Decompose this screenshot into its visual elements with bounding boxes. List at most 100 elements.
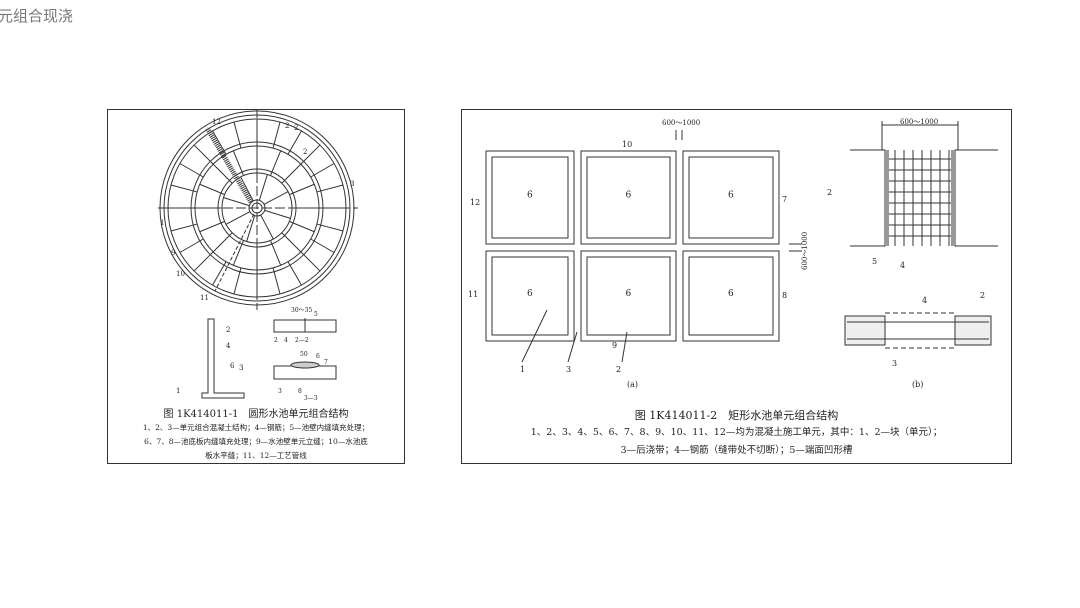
radial-joint	[272, 267, 281, 295]
callout-n9: 9	[171, 249, 175, 257]
radial-joint	[269, 240, 282, 266]
radial-joint	[264, 209, 291, 219]
callout-6: 6	[230, 362, 235, 370]
concrete-unit-inner	[491, 156, 569, 239]
radial-joint	[300, 144, 321, 165]
radial-joint	[193, 144, 214, 165]
unit-label-6: 6	[527, 191, 533, 201]
radial-joint	[212, 232, 233, 253]
radial-joint	[272, 121, 281, 149]
callout-8: 8	[298, 388, 302, 395]
callout-n3: 3	[350, 180, 354, 188]
radial-joint	[212, 130, 227, 155]
radial-joint	[246, 215, 256, 242]
callout-5: 5	[314, 311, 318, 318]
callout-n10: 10	[622, 140, 632, 149]
callout-3: 3	[278, 388, 282, 395]
figure2-legend: 1、2、3、4、5、6、7、8、9、10、11、12—均为混凝土施工单元，其中：…	[462, 424, 1011, 460]
concrete-unit	[485, 250, 575, 342]
callout-n1: 1	[160, 219, 164, 227]
pipe-line	[204, 126, 254, 204]
callout-n11: 11	[200, 294, 209, 302]
legend-line: 1、2、3—单元组合混凝土结构；4—钢筋；5—池壁内缝填充处理；	[142, 423, 370, 432]
figure-circular-tank: 122223191011124631—130～355242—25067383—3…	[107, 109, 405, 464]
legend-line: 1、2、3、4、5、6、7、8、9、10、11、12—均为混凝土施工单元，其中：…	[530, 427, 943, 438]
callout-4: 4	[284, 337, 288, 344]
leader	[621, 331, 628, 363]
callout-n3: 3	[566, 365, 571, 374]
radial-joint	[316, 184, 344, 193]
figure2-caption: 图 1K414011-2 矩形水池单元组合结构	[634, 409, 839, 422]
figure1-legend: 1、2、3—单元组合混凝土结构；4—钢筋；5—池壁内缝填充处理； 6、7、8—池…	[108, 421, 404, 463]
unit-label-6: 6	[728, 191, 734, 201]
dim-b: 600～1000	[900, 118, 938, 126]
callout-2: 2	[226, 326, 230, 334]
unit-label-6: 6	[626, 191, 632, 201]
unit-2-left	[850, 149, 886, 247]
radial-joint	[289, 183, 315, 196]
radial-joint	[193, 251, 214, 272]
callout-n8: 8	[782, 291, 787, 300]
concrete-unit	[580, 250, 677, 342]
unit-section	[844, 315, 886, 346]
callout-n9: 9	[612, 341, 617, 350]
radial-joint	[300, 251, 321, 272]
callout-4: 4	[226, 342, 231, 350]
groove-5	[885, 150, 889, 246]
radial-joint	[281, 163, 302, 184]
concrete-unit	[580, 150, 677, 245]
callout-n2a: 2	[285, 122, 289, 130]
callout-2: 2	[980, 291, 985, 300]
legend-line: 板水平缝；11、12—工艺管线	[205, 451, 307, 460]
radial-joint	[223, 197, 250, 207]
radial-joint	[199, 220, 225, 233]
dim-30-35: 30～35	[291, 307, 312, 314]
radial-joint	[179, 163, 204, 178]
pipe-line	[214, 213, 255, 292]
subfigure-a-label: (a)	[627, 380, 638, 389]
radial-joint	[233, 267, 242, 295]
callout-4: 4	[922, 296, 927, 305]
unit-section	[954, 315, 992, 346]
slide-title: 元组合现浇	[0, 7, 74, 25]
radial-joint	[232, 150, 245, 176]
radial-joint	[289, 220, 315, 233]
callout-5: 5	[872, 257, 877, 266]
groove-5	[951, 150, 955, 246]
dim-right: 600～1000	[801, 232, 809, 270]
concrete-unit-inner	[688, 156, 774, 239]
radial-joint	[258, 174, 268, 201]
radial-joint	[287, 130, 302, 155]
dim-top: 600～1000	[662, 119, 700, 127]
callout-n10: 10	[176, 270, 185, 278]
callout-n12: 12	[470, 198, 480, 207]
legend-line: 6、7、8—池底板内缝填充处理；9—水池壁单元立缝；10—水池底	[144, 437, 368, 446]
concrete-unit-inner	[688, 256, 774, 336]
subfigure-b-label: (b)	[912, 380, 923, 389]
radial-joint	[170, 223, 198, 232]
callout-n12: 12	[212, 118, 221, 126]
section-3-3: 3—3	[304, 395, 318, 400]
leader	[567, 331, 578, 363]
unit-label-6: 6	[527, 289, 533, 299]
unit-2-right	[954, 149, 998, 247]
concrete-unit-inner	[586, 256, 671, 336]
concrete-unit	[682, 150, 780, 245]
radial-joint	[263, 191, 289, 205]
callout-n2b: 2	[294, 124, 298, 132]
callout-2: 2	[274, 337, 278, 344]
callout-n2: 2	[616, 365, 621, 374]
callout-n11: 11	[468, 290, 478, 299]
radial-joint	[310, 163, 335, 178]
callout-7: 7	[324, 359, 328, 366]
radial-joint	[212, 261, 227, 286]
radial-joint	[316, 223, 344, 232]
concrete-unit-inner	[491, 256, 569, 336]
joint-fill	[290, 361, 320, 369]
radial-joint	[233, 121, 242, 149]
callout-n1: 1	[520, 365, 525, 374]
callout-6: 6	[316, 353, 320, 360]
